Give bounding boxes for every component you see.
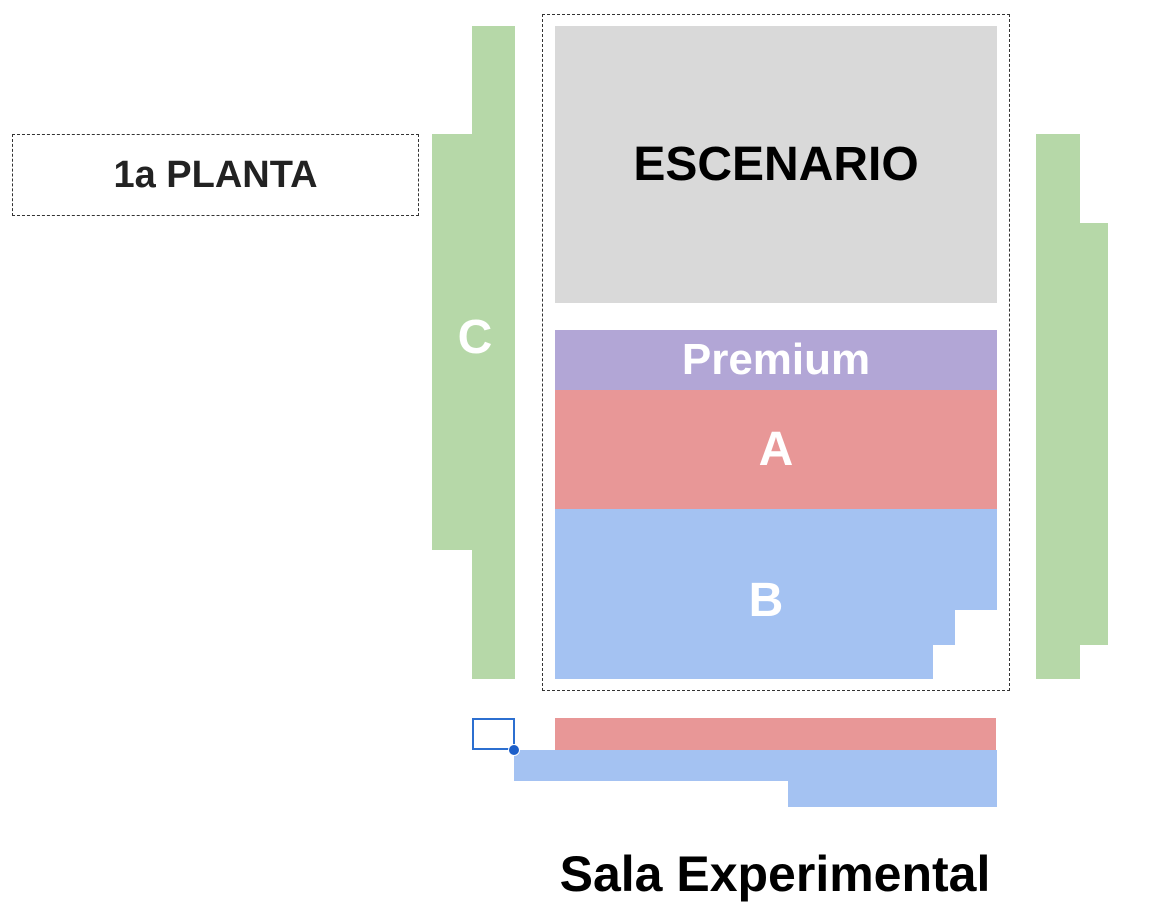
zone-a-lower-row[interactable] <box>555 718 996 750</box>
zone-a-label: A <box>758 423 794 476</box>
resize-handle[interactable] <box>508 744 520 756</box>
zone-premium-label: Premium <box>681 335 871 384</box>
floor-label-text: 1a PLANTA <box>113 153 318 196</box>
zone-c-left-shape <box>432 26 515 679</box>
stage-label: ESCENARIO <box>633 138 919 191</box>
floor-label[interactable]: 1a PLANTA <box>12 134 419 216</box>
hall-title: Sala Experimental <box>520 842 1030 906</box>
zone-c-right[interactable] <box>1036 134 1108 679</box>
hall-title-text: Sala Experimental <box>559 846 991 902</box>
zone-c-right-shape <box>1036 134 1108 679</box>
stage[interactable]: ESCENARIO <box>555 26 997 303</box>
zone-premium[interactable]: Premium <box>555 330 997 390</box>
stage-selection-frame <box>542 14 1010 691</box>
zone-b-lower-row[interactable] <box>514 750 997 807</box>
zone-c-left[interactable] <box>432 26 516 679</box>
selection-box[interactable] <box>472 718 515 750</box>
zone-b[interactable] <box>555 509 997 679</box>
zone-b-lower-shape <box>514 750 997 807</box>
zone-a[interactable]: A <box>555 390 997 509</box>
zone-b-shape <box>555 509 997 679</box>
zone-b-label: B <box>748 573 784 627</box>
zone-c-label: C <box>457 311 493 364</box>
